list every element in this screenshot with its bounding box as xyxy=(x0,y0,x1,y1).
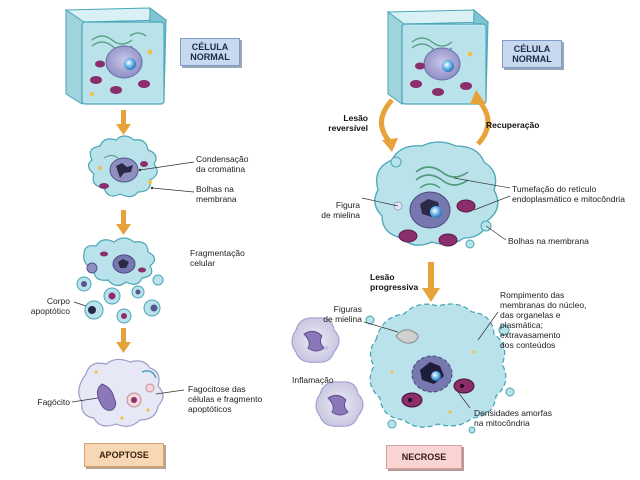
swollen-cell xyxy=(375,142,498,248)
chromatin-condensation-cell xyxy=(88,136,157,197)
reversible-injury-arrow xyxy=(381,100,398,152)
arrow-down-3 xyxy=(116,328,131,353)
normal-cell-left xyxy=(66,8,166,104)
apoptotic-body-label: Corpo apoptótico xyxy=(22,296,70,316)
recovery-label: Recuperação xyxy=(486,120,539,130)
progressive-injury-arrow xyxy=(422,262,440,302)
cell-fragmentation-label: Fragmentação celular xyxy=(190,248,245,268)
arrow-down-1 xyxy=(116,110,131,135)
inflammatory-cell-1 xyxy=(292,318,339,363)
inflammatory-cell-2 xyxy=(316,382,363,427)
apoptotic-bodies xyxy=(85,300,160,323)
reversible-injury-label: Lesão reversível xyxy=(312,113,368,133)
amorphous-densities-label: Densidades amorfas na mitocôndria xyxy=(474,408,552,428)
normal-cell-right xyxy=(388,10,488,104)
necrosis-box: NECROSE xyxy=(386,445,462,469)
phagocyte-label: Fagócito xyxy=(26,397,70,407)
er-mitochondria-swelling-label: Tumefação do retículo endoplasmático e m… xyxy=(512,184,625,204)
membrane-blebs-label: Bolhas na membrana xyxy=(196,184,237,204)
membrane-blebs-right-label: Bolhas na membrana xyxy=(508,236,589,246)
progressive-injury-label: Lesão progressiva xyxy=(370,272,418,292)
membrane-rupture-label: Rompimento das membranas do núcleo, das … xyxy=(500,290,586,350)
myelin-figure-label: Figura de mielina xyxy=(314,200,360,220)
myelin-figures-label: Figuras de mielina xyxy=(314,304,362,324)
phagocytosis-label: Fagocitose das células e fragmento apopt… xyxy=(188,384,262,414)
chromatin-condensation-label: Condensação da cromatina xyxy=(196,154,248,174)
fragmentation-cell xyxy=(77,238,163,304)
inflammation-label: Inflamação xyxy=(292,375,334,385)
normal-cell-box-right: CÉLULA NORMAL xyxy=(502,40,562,68)
normal-cell-box-left: CÉLULA NORMAL xyxy=(180,38,240,66)
apoptosis-box: APOPTOSE xyxy=(84,443,164,467)
arrow-down-2 xyxy=(116,210,131,235)
phagocyte-cell xyxy=(79,359,163,426)
